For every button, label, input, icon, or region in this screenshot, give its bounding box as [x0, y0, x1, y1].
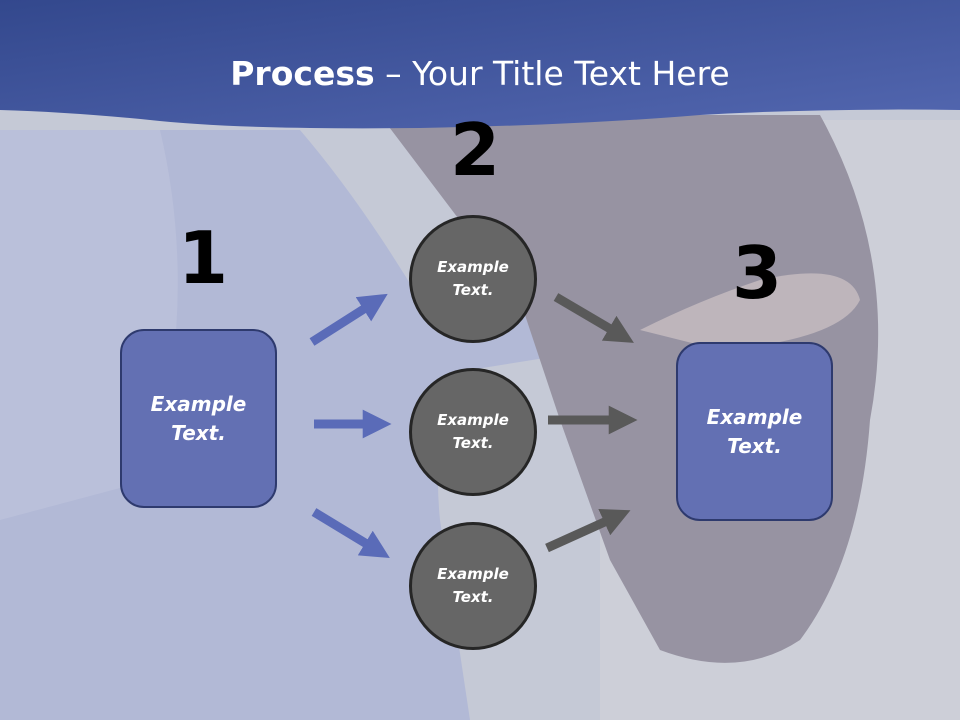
step-number-3: 3 [732, 231, 783, 315]
circle-bottom-text: Example Text. [437, 565, 509, 606]
circle-top: Example Text. [409, 215, 537, 343]
header-band [0, 0, 960, 129]
circle-top-text: Example Text. [437, 258, 509, 299]
circle-bottom: Example Text. [409, 522, 537, 650]
step-3-text: Example Text. [706, 404, 803, 458]
arrow-to-circle-top [309, 293, 388, 346]
slide-title: Process – Your Title Text Here [0, 52, 960, 96]
step-number-1: 1 [178, 216, 229, 300]
step-1-box: Example Text. [120, 329, 277, 508]
arrow-to-circle-bottom [311, 508, 390, 558]
title-rest: – Your Title Text Here [374, 54, 730, 93]
circle-middle: Example Text. [409, 368, 537, 496]
arrow-from-circle-top [553, 293, 634, 343]
step-1-text: Example Text. [150, 391, 247, 445]
step-number-2: 2 [450, 108, 501, 192]
step-3-box: Example Text. [676, 342, 833, 521]
circle-middle-text: Example Text. [437, 411, 509, 452]
title-bold: Process [230, 54, 375, 93]
arrow-from-circle-bottom [545, 508, 631, 553]
